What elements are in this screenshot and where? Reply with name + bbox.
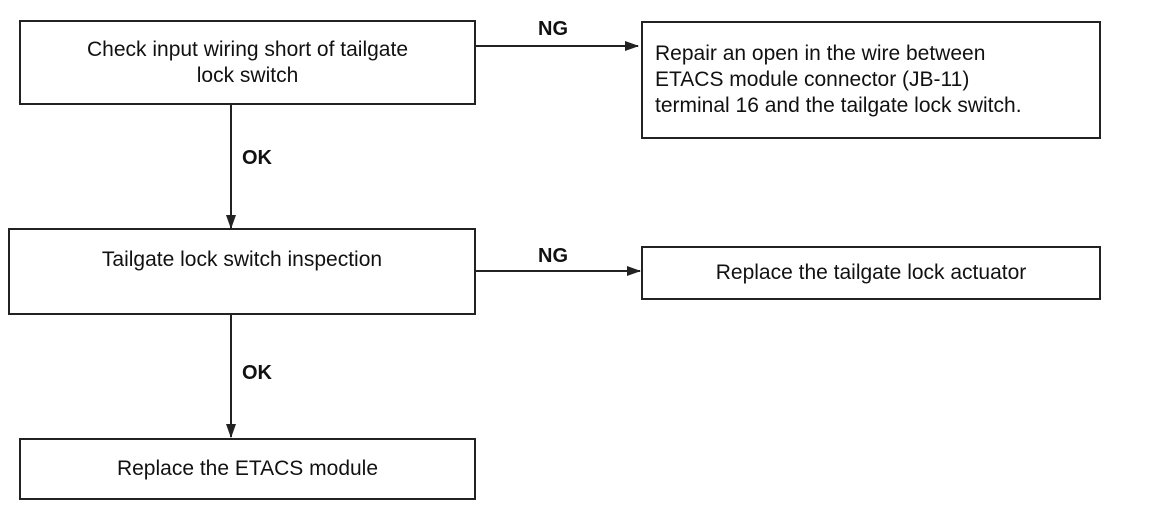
node-replace-actuator-text: Replace the tailgate lock actuator (715, 261, 1027, 284)
node-switch-inspection-text: Tailgate lock switch inspection (101, 248, 383, 271)
node-repair-open-line-3: terminal 16 and the tailgate lock switch… (655, 94, 1022, 117)
node-replace-etacs: Replace the ETACS module (19, 438, 476, 500)
node-replace-actuator: Replace the tailgate lock actuator (641, 246, 1101, 300)
node-repair-open-line-1: Repair an open in the wire between (655, 42, 986, 65)
node-check-wiring-line-2: lock switch (196, 63, 299, 87)
edge-label-ok-2: OK (242, 362, 272, 384)
node-check-wiring: Check input wiring short of tailgate loc… (19, 20, 476, 105)
edge-label-ng-1: NG (538, 18, 568, 40)
edge-label-ng-2: NG (538, 245, 568, 267)
node-repair-open: Repair an open in the wire between ETACS… (641, 21, 1101, 139)
node-check-wiring-line-1: Check input wiring short of tailgate (87, 37, 408, 61)
node-switch-inspection: Tailgate lock switch inspection (8, 228, 476, 315)
edge-label-ok-1: OK (242, 147, 272, 169)
node-replace-etacs-text: Replace the ETACS module (116, 457, 379, 480)
node-repair-open-line-2: ETACS module connector (JB-11) (655, 68, 970, 91)
